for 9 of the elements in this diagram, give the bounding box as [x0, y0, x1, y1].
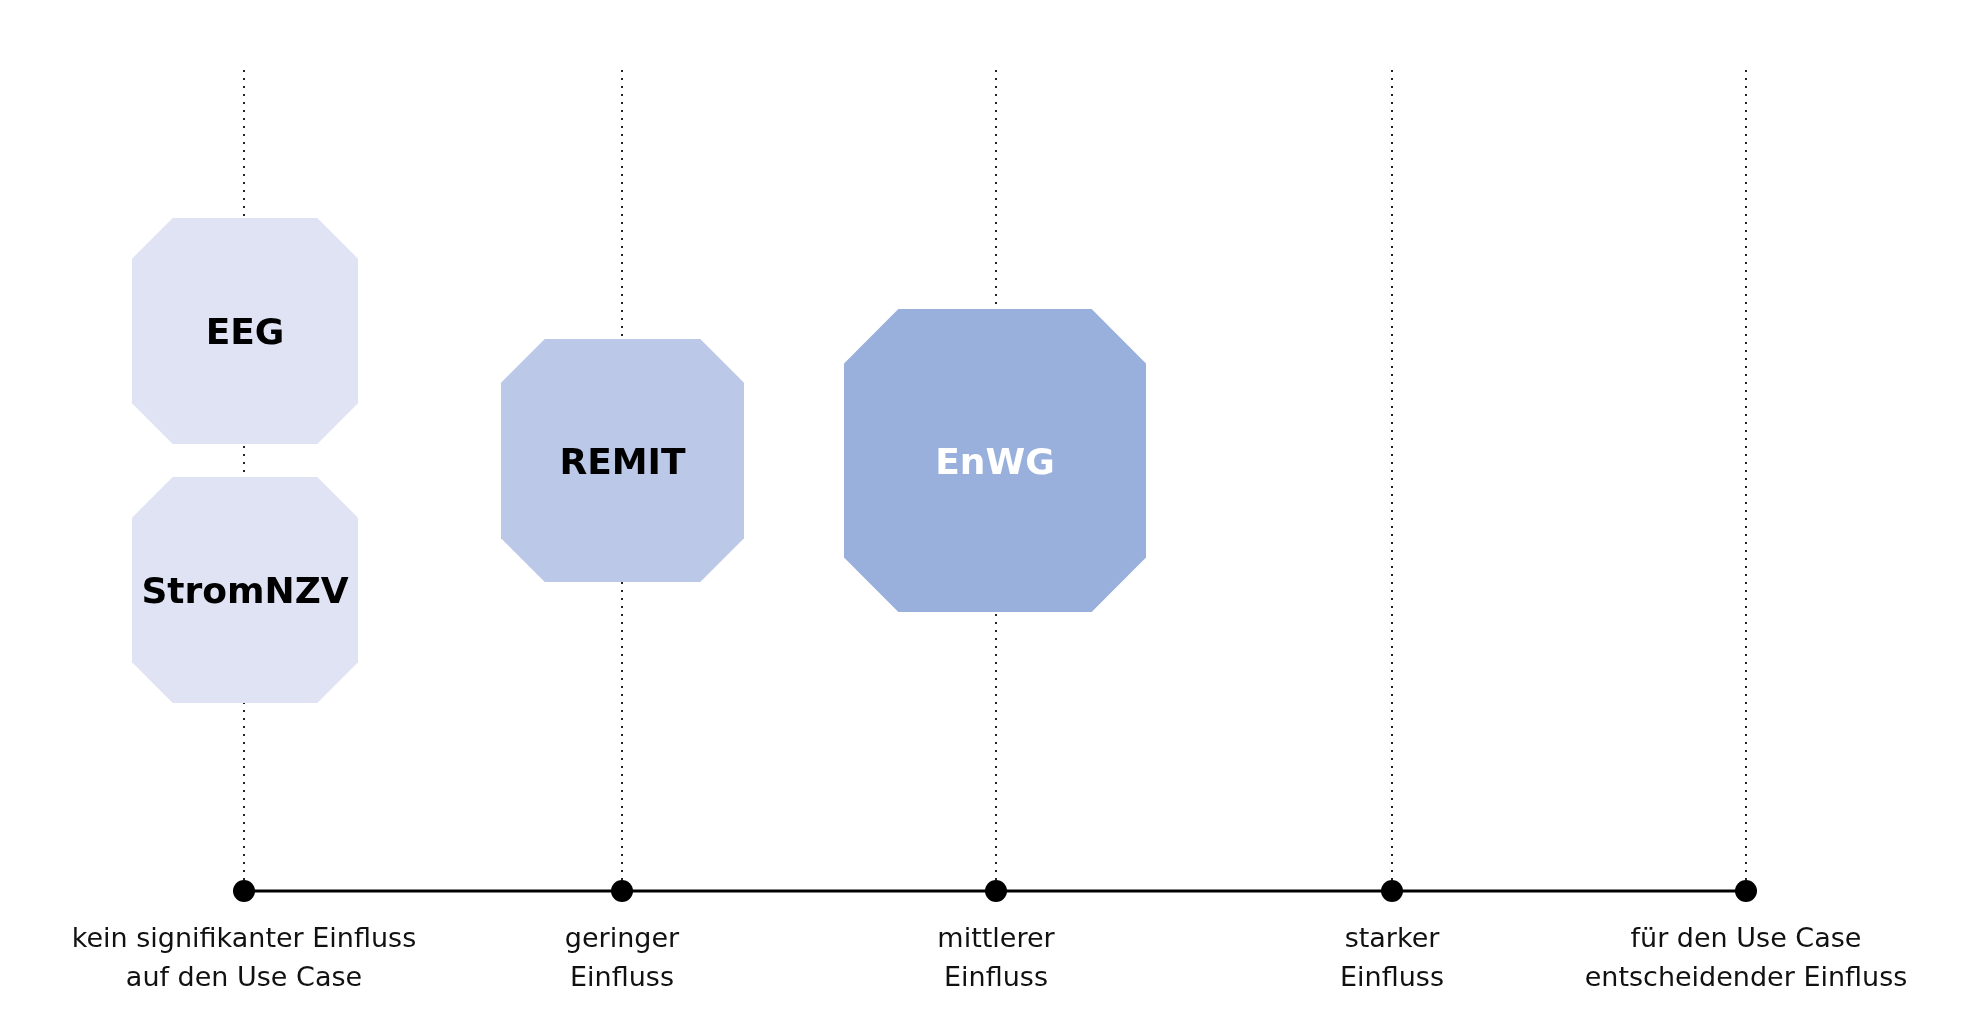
scale-label: geringer Einfluss [563, 921, 681, 994]
scale-label: kein signifikanter Einfluss auf den Use Case [70, 921, 418, 994]
scale-label: für den Use Case entscheidender Einfluss [1583, 921, 1909, 994]
scale-label: mittlerer Einfluss [936, 921, 1056, 994]
law-abbreviation: EEG [204, 310, 286, 352]
law-abbreviation: EnWG [934, 440, 1056, 481]
law-abbreviation: StromNZV [140, 569, 350, 611]
law-abbreviation: REMIT [558, 440, 687, 481]
scale-label: starker Einfluss [1339, 921, 1445, 994]
